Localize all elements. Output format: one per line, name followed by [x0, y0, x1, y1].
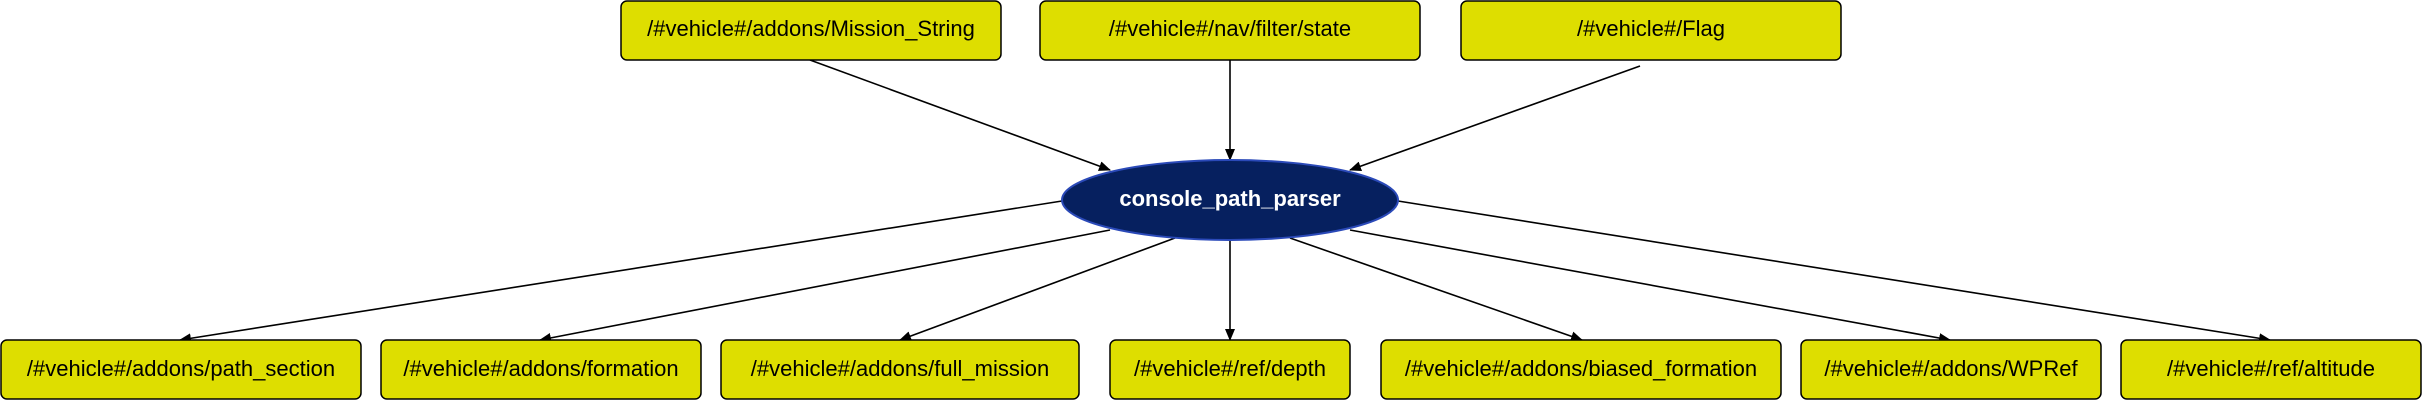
topic-label: /#vehicle#/addons/full_mission	[751, 356, 1049, 381]
topic-path-section[interactable]: /#vehicle#/addons/path_section	[0, 339, 362, 400]
topic-box	[720, 339, 1080, 400]
topic-box	[1460, 0, 1842, 61]
topic-flag[interactable]: /#vehicle#/Flag	[1460, 0, 1842, 61]
output-edges	[179, 200, 2271, 344]
topic-label: /#vehicle#/addons/Mission_String	[647, 16, 975, 41]
edge-output-0	[179, 200, 1063, 344]
topic-box	[1109, 339, 1351, 400]
topic-label: /#vehicle#/addons/WPRef	[1824, 356, 2078, 381]
node-console-path-parser[interactable]: console_path_parser	[1061, 159, 1399, 241]
edge-output-5	[1349, 229, 1951, 343]
topic-box	[380, 339, 702, 400]
topic-ref-depth[interactable]: /#vehicle#/ref/depth	[1109, 339, 1351, 400]
edge-input-0	[809, 59, 1111, 171]
topic-box	[2120, 339, 2422, 400]
edge-output-2	[899, 237, 1176, 341]
edge-input-2	[1349, 65, 1641, 171]
topic-label: /#vehicle#/Flag	[1577, 16, 1725, 41]
topic-box	[620, 0, 1002, 61]
topic-label: /#vehicle#/addons/formation	[403, 356, 678, 381]
topic-label: /#vehicle#/nav/filter/state	[1109, 16, 1351, 41]
topic-box	[1800, 339, 2102, 400]
topic-ref-altitude[interactable]: /#vehicle#/ref/altitude	[2120, 339, 2422, 400]
topic-biased-formation[interactable]: /#vehicle#/addons/biased_formation	[1380, 339, 1782, 400]
edge-output-1	[539, 229, 1111, 343]
input-edges	[809, 59, 1641, 171]
topic-box	[1380, 339, 1782, 400]
topic-formation[interactable]: /#vehicle#/addons/formation	[380, 339, 702, 400]
topic-box	[1039, 0, 1421, 61]
topic-nav-filter-state[interactable]: /#vehicle#/nav/filter/state	[1039, 0, 1421, 61]
topic-label: /#vehicle#/addons/path_section	[27, 356, 335, 381]
topic-mission-string[interactable]: /#vehicle#/addons/Mission_String	[620, 0, 1002, 61]
topic-full-mission[interactable]: /#vehicle#/addons/full_mission	[720, 339, 1080, 400]
topic-label: /#vehicle#/ref/depth	[1134, 356, 1326, 381]
topic-label: /#vehicle#/addons/biased_formation	[1405, 356, 1757, 381]
edge-output-6	[1397, 200, 2271, 344]
topic-box	[0, 339, 362, 400]
input-topics: /#vehicle#/addons/Mission_String /#vehic…	[620, 0, 1842, 61]
output-topics: /#vehicle#/addons/path_section /#vehicle…	[0, 339, 2422, 400]
topic-label: /#vehicle#/ref/altitude	[2167, 356, 2375, 381]
topic-wpref[interactable]: /#vehicle#/addons/WPRef	[1800, 339, 2102, 400]
node-label: console_path_parser	[1119, 186, 1341, 211]
node-ellipse	[1061, 159, 1399, 241]
edge-output-4	[1289, 237, 1583, 342]
